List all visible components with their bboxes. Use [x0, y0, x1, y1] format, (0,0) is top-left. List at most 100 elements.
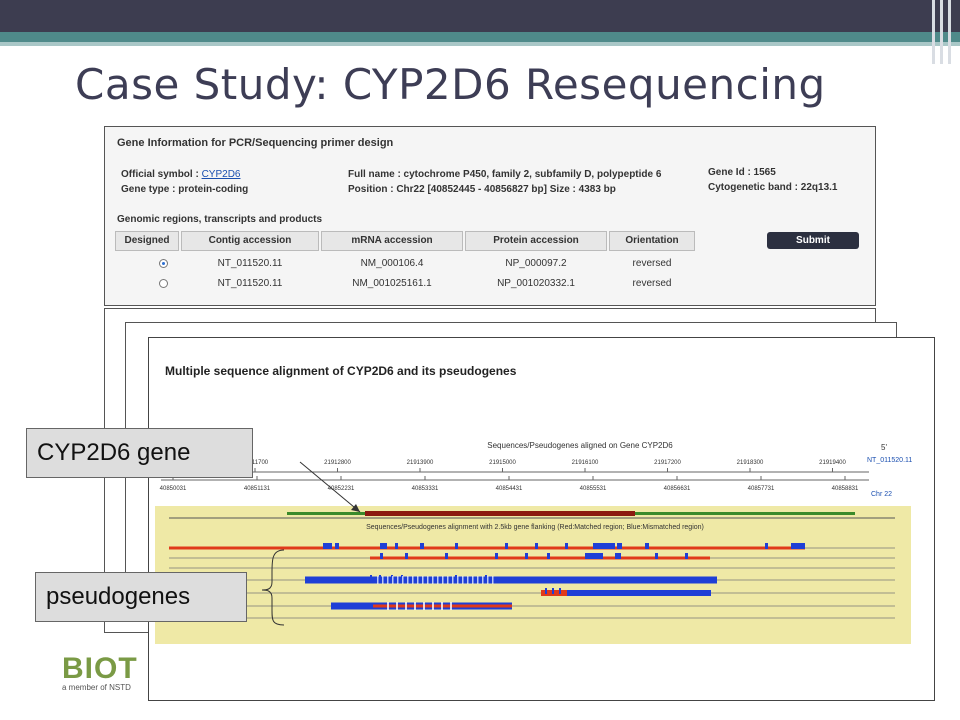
- mismatch-mark: [565, 543, 568, 549]
- mismatch-mark: [395, 543, 398, 549]
- bottom-tick-label: 40855531: [580, 486, 607, 492]
- mismatch-gap: [422, 576, 424, 584]
- flank-left: [287, 512, 367, 515]
- genomic-regions-title: Genomic regions, transcripts and product…: [117, 214, 323, 225]
- cytogenetic-band: Cytogenetic band : 22q13.1: [708, 182, 838, 193]
- mismatch-gap: [414, 602, 416, 610]
- contig-cell: NT_011520.11: [217, 278, 283, 289]
- mismatch-mark: [323, 543, 332, 549]
- mismatch-mark: [405, 553, 408, 559]
- mismatch-mark: [791, 543, 805, 549]
- mismatch-mark: [495, 553, 498, 559]
- mismatch-gap: [450, 602, 452, 610]
- contig-cell: NT_011520.11: [217, 258, 283, 269]
- bottom-tick-label: 40853331: [412, 486, 439, 492]
- top-tick-label: 21919400: [819, 460, 846, 466]
- top-tick-label: 21912800: [324, 460, 351, 466]
- top-tick-label: 21918300: [737, 460, 764, 466]
- mismatch-mark: [485, 575, 487, 581]
- mismatch-mark: [379, 575, 381, 581]
- flank-caption: Sequences/Pseudogenes alignment with 2.5…: [366, 524, 704, 531]
- mismatch-gap: [377, 576, 379, 584]
- mismatch-mark: [445, 553, 448, 559]
- mismatch-gap: [427, 576, 429, 584]
- mismatch-mark: [380, 543, 387, 549]
- mismatch-mark: [545, 588, 547, 594]
- mismatch-gap: [442, 576, 444, 584]
- mismatch-gap: [423, 602, 425, 610]
- mismatch-gap: [382, 576, 384, 584]
- mrna-cell: NM_001025161.1: [352, 278, 432, 289]
- alignment-panel: Multiple sequence alignment of CYP2D6 an…: [148, 337, 935, 701]
- bottom-tick-label: 40856631: [664, 486, 691, 492]
- column-header-contig: Contig accession: [181, 231, 319, 251]
- top-tick-label: 21911700: [242, 460, 269, 466]
- strand-label: 5': [881, 443, 887, 452]
- designed-radio[interactable]: [159, 279, 168, 288]
- bottom-tick-label: 40854431: [496, 486, 523, 492]
- top-tick-label: 21916100: [572, 460, 599, 466]
- chromosome-label: Chr 22: [871, 491, 892, 498]
- full-name: Full name : cytochrome P450, family 2, s…: [348, 169, 662, 180]
- mismatch-mark: [380, 553, 383, 559]
- gene-id: Gene Id : 1565: [708, 167, 776, 178]
- mismatch-gap: [437, 576, 439, 584]
- top-tick-label: 21913900: [407, 460, 434, 466]
- bottom-tick-label: 40850031: [160, 486, 187, 492]
- mismatch-gap: [407, 576, 409, 584]
- viewer-title: Sequences/Pseudogenes aligned on Gene CY…: [487, 441, 673, 450]
- mismatch-gap: [447, 576, 449, 584]
- mismatch-gap: [387, 602, 389, 610]
- mismatch-mark: [455, 543, 458, 549]
- mismatch-gap: [482, 576, 484, 584]
- mismatch-gap: [477, 576, 479, 584]
- header-stripe: [940, 0, 943, 64]
- column-header-mrna: mRNA accession: [321, 231, 463, 251]
- gene-info-panel: Gene Information for PCR/Sequencing prim…: [104, 126, 876, 306]
- orientation-cell: reversed: [632, 258, 672, 269]
- mismatch-mark: [420, 543, 424, 549]
- gene-bar: [365, 511, 635, 516]
- bottom-tick-label: 40858831: [832, 486, 859, 492]
- protein-cell: NP_001020332.1: [497, 278, 575, 289]
- mismatch-gap: [487, 576, 489, 584]
- gene-type: Gene type : protein-coding: [121, 184, 249, 195]
- biotec-logo: BIOT: [62, 652, 138, 685]
- gene-callout: CYP2D6 gene: [26, 428, 253, 478]
- mismatch-gap: [432, 602, 434, 610]
- mismatch-mark: [655, 553, 658, 559]
- orientation-cell: reversed: [632, 278, 672, 289]
- mismatch-gap: [472, 576, 474, 584]
- mismatch-gap: [432, 576, 434, 584]
- pseudogenes-callout: pseudogenes: [35, 572, 247, 622]
- mismatch-gap: [396, 602, 398, 610]
- mismatch-mark: [585, 553, 603, 559]
- protein-cell: NP_000097.2: [505, 258, 567, 269]
- top-tick-label: 21915000: [489, 460, 516, 466]
- slide-title: Case Study: CYP2D6 Resequencing: [75, 60, 826, 109]
- designed-radio[interactable]: [159, 259, 168, 268]
- header-dark-bar: [0, 0, 960, 32]
- matched-region: [169, 546, 805, 550]
- mismatch-gap: [397, 576, 399, 584]
- official-symbol-link[interactable]: CYP2D6: [201, 169, 241, 180]
- official-symbol-label: Official symbol :: [121, 169, 199, 180]
- mismatch-mark: [615, 553, 621, 559]
- submit-button[interactable]: Submit: [767, 232, 859, 249]
- mismatch-gap: [462, 576, 464, 584]
- mismatch-gap: [441, 602, 443, 610]
- mismatch-mark: [525, 553, 528, 559]
- column-header-designed: Designed: [115, 231, 179, 251]
- alignment-title: Multiple sequence alignment of CYP2D6 an…: [165, 364, 517, 378]
- mismatch-gap: [467, 576, 469, 584]
- mismatch-mark: [552, 588, 554, 594]
- bottom-tick-label: 40852231: [328, 486, 355, 492]
- alignment-background: [155, 506, 911, 644]
- mismatch-mark: [645, 543, 649, 549]
- pseudogenes-brace: [261, 549, 285, 626]
- gene-pointer-arrowhead: [351, 504, 360, 512]
- contig-label: NT_011520.11: [867, 457, 912, 464]
- mismatch-mark: [593, 543, 615, 549]
